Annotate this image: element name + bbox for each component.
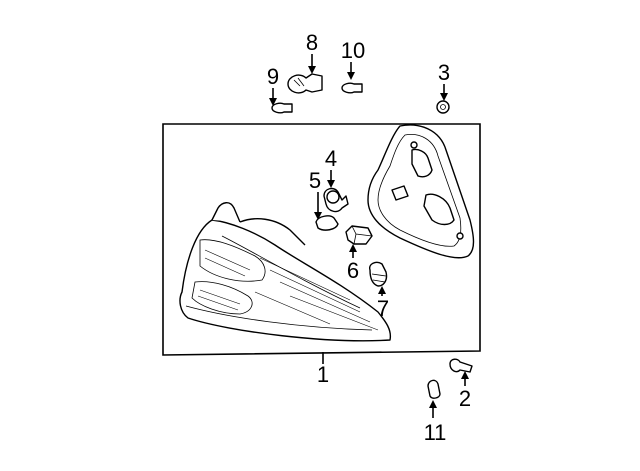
callout-10: 10	[341, 38, 365, 63]
callout-11: 11	[424, 420, 447, 445]
lamp-gasket[interactable]	[367, 124, 475, 259]
screw-part-2[interactable]	[449, 358, 473, 373]
callout-3: 3	[438, 60, 450, 85]
bulb-part-10[interactable]	[341, 82, 363, 94]
callout-1: 1	[317, 362, 329, 387]
bulb-part-8[interactable]	[287, 73, 323, 94]
socket-clip-part-6[interactable]	[345, 225, 373, 245]
wedge-bulb-part-5[interactable]	[315, 215, 339, 231]
socket-bulb-part-4[interactable]	[323, 187, 349, 213]
leader-lines	[269, 54, 469, 418]
callout-9: 9	[267, 64, 279, 89]
callout-2: 2	[459, 386, 471, 411]
callout-8: 8	[306, 30, 318, 55]
nut-part-3[interactable]	[436, 100, 450, 114]
callout-5: 5	[309, 168, 321, 193]
callout-6: 6	[347, 258, 359, 283]
assembly-frame	[162, 123, 481, 356]
callout-4: 4	[325, 146, 337, 171]
bulb-part-11[interactable]	[427, 379, 441, 399]
tail-lamp-assembly[interactable]	[179, 202, 392, 342]
bulb-part-9[interactable]	[271, 102, 293, 114]
bulb-socket-part-7[interactable]	[369, 261, 388, 287]
callout-7: 7	[377, 296, 389, 321]
callout-labels: 1 2 3 4 5 6 7 8 9 10 11	[267, 30, 471, 445]
